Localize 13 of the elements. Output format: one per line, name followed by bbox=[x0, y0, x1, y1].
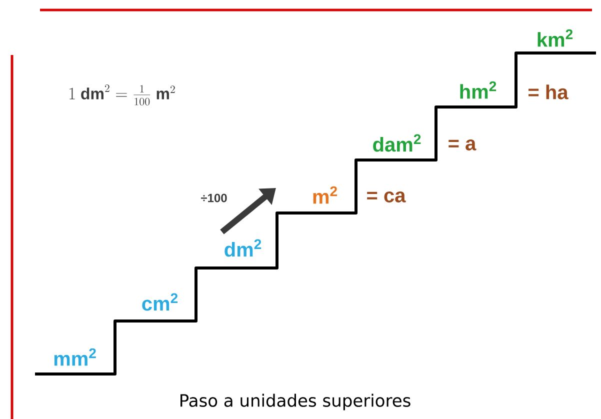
unit-label: hm$^{2}$ bbox=[460, 81, 496, 99]
unit-label: dam$^{2}$ bbox=[373, 134, 421, 152]
caption: Paso a unidades superiores bbox=[180, 394, 410, 410]
equivalence-label: = a bbox=[448, 140, 476, 150]
unit-label: m$^{2}$ bbox=[313, 186, 337, 204]
factor-label: ÷100 bbox=[200, 194, 227, 202]
formula: $1\ \mathbf{dm}^{2} = \frac{1}{100}\ \mathbf{m}^{2}$ bbox=[70, 84, 175, 106]
equivalence-label: = ca bbox=[367, 192, 406, 202]
unit-label: dm$^{2}$ bbox=[224, 239, 262, 257]
unit-label: cm$^{2}$ bbox=[142, 293, 178, 311]
unit-label: km$^{2}$ bbox=[538, 29, 573, 47]
unit-label: mm$^{2}$ bbox=[54, 348, 96, 366]
equivalence-label: = ha bbox=[528, 84, 568, 100]
